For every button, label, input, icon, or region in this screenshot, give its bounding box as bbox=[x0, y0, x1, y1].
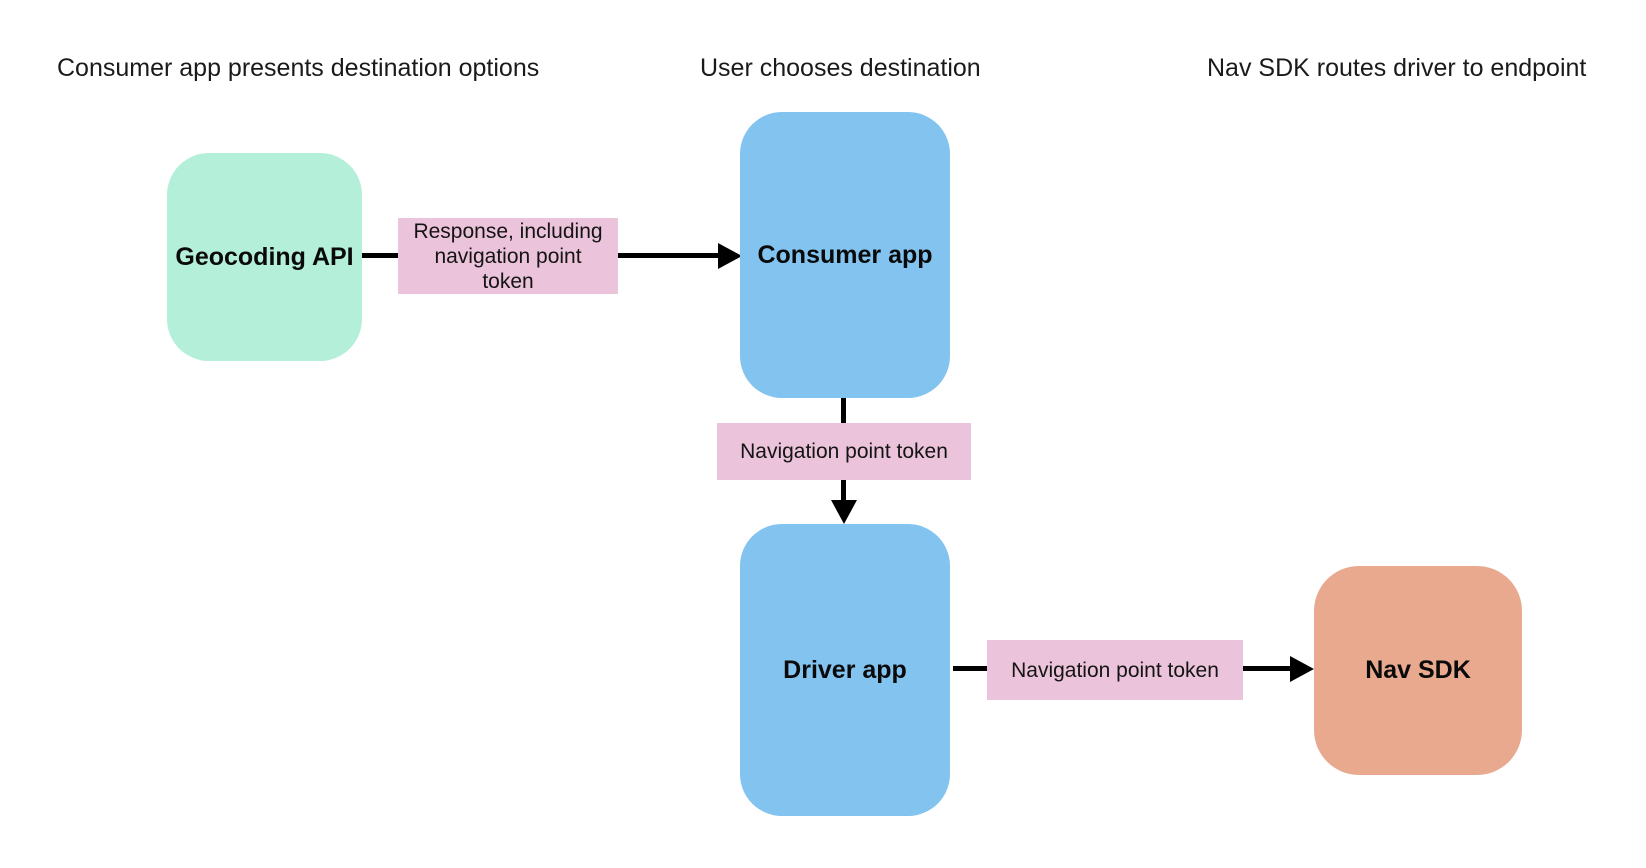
node-driver-app: Driver app bbox=[740, 524, 950, 816]
arrowhead-down-icon bbox=[831, 500, 857, 524]
arrowhead-right-icon bbox=[718, 243, 742, 269]
node-driver-app-label: Driver app bbox=[783, 655, 907, 684]
edge-label-navigation-point-token-consumer-driver: Navigation point token bbox=[717, 423, 971, 480]
edge-label-text: Response, including navigation point tok… bbox=[413, 219, 603, 293]
edge-label-text: Navigation point token bbox=[1011, 658, 1219, 682]
node-nav-sdk: Nav SDK bbox=[1314, 566, 1522, 775]
stage-heading-user-chooses: User chooses destination bbox=[700, 54, 981, 82]
edge-label-response-including-navigation-point-token: Response, including navigation point tok… bbox=[398, 218, 618, 294]
node-consumer-app: Consumer app bbox=[740, 112, 950, 398]
node-geocoding-api: Geocoding API bbox=[167, 153, 362, 361]
stage-heading-consumer-presents: Consumer app presents destination option… bbox=[57, 54, 540, 82]
arrowhead-right-icon bbox=[1290, 656, 1314, 682]
stage-heading-nav-sdk-routes: Nav SDK routes driver to endpoint bbox=[1207, 54, 1587, 82]
edge-label-text: Navigation point token bbox=[740, 440, 948, 463]
node-consumer-app-label: Consumer app bbox=[757, 240, 933, 269]
node-geocoding-api-label: Geocoding API bbox=[175, 242, 354, 271]
node-nav-sdk-label: Nav SDK bbox=[1365, 656, 1471, 684]
edge-label-navigation-point-token-driver-navsdk: Navigation point token bbox=[987, 640, 1243, 700]
